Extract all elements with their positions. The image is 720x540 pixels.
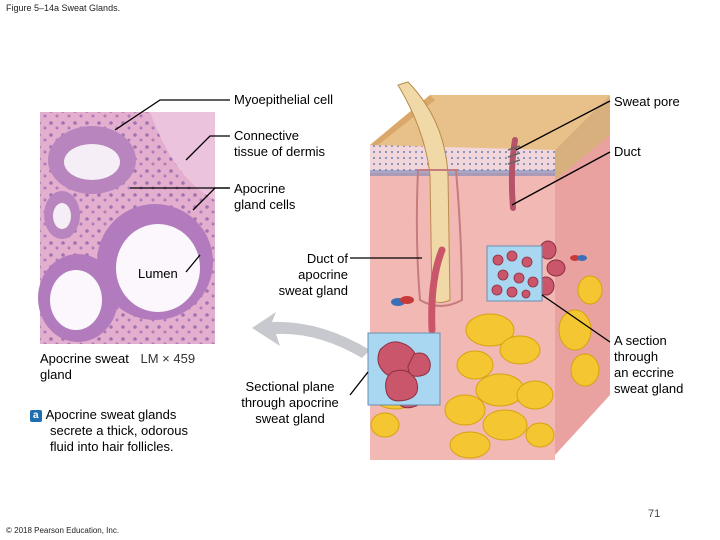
copyright: © 2018 Pearson Education, Inc. [6, 526, 120, 535]
figure-title: Figure 5–14a Sweat Glands. [6, 3, 121, 13]
label-myoepithelial-cell: Myoepithelial cell [234, 92, 333, 107]
magnification-label: LM × 459 [140, 351, 196, 366]
caption-line3: fluid into hair follicles. [50, 439, 174, 454]
label-lumen: Lumen [138, 266, 178, 281]
label-eccrine-line4: sweat gland [614, 381, 684, 396]
label-apocrine-sweat-gland-line1: Apocrine sweat LM × 459 [40, 351, 195, 367]
skin-block [370, 81, 610, 460]
label-apocrine-gland-cells-line2: gland cells [234, 197, 296, 212]
label-connective-tissue-line2: tissue of dermis [234, 144, 326, 159]
label-apocrine-gland-cells-line1: Apocrine [234, 181, 286, 196]
label-sweat-pore: Sweat pore [614, 94, 680, 109]
eccrine-section-inset [486, 245, 543, 302]
label-apocrine-sweat-gland-text: Apocrine sweat [40, 351, 129, 366]
caption-line2: secrete a thick, odorous [50, 423, 189, 438]
leader-lines [114, 99, 611, 396]
label-eccrine-line1: A section [614, 333, 667, 348]
label-duct-apocrine-line2: apocrine [298, 267, 348, 282]
caption-line1-text: Apocrine sweat glands [45, 407, 177, 422]
direction-arrow [252, 312, 370, 358]
label-connective-tissue-line1: Connective [234, 128, 300, 143]
label-sectional-plane-line3: sweat gland [255, 411, 325, 426]
micrograph [38, 112, 215, 344]
label-apocrine-sweat-gland-line2: gland [40, 367, 72, 382]
label-eccrine-line3: an eccrine [614, 365, 674, 380]
label-sectional-plane-line2: through apocrine [241, 395, 339, 410]
label-eccrine-line2: through [614, 349, 659, 364]
label-sectional-plane-line1: Sectional plane [245, 379, 335, 394]
label-duct-apocrine-line1: Duct of [306, 251, 348, 266]
apocrine-section-inset [367, 332, 441, 406]
panel-badge: a [30, 410, 42, 422]
label-duct: Duct [614, 144, 641, 159]
page-number: 71 [648, 508, 661, 520]
label-duct-apocrine-line3: sweat gland [278, 283, 348, 298]
